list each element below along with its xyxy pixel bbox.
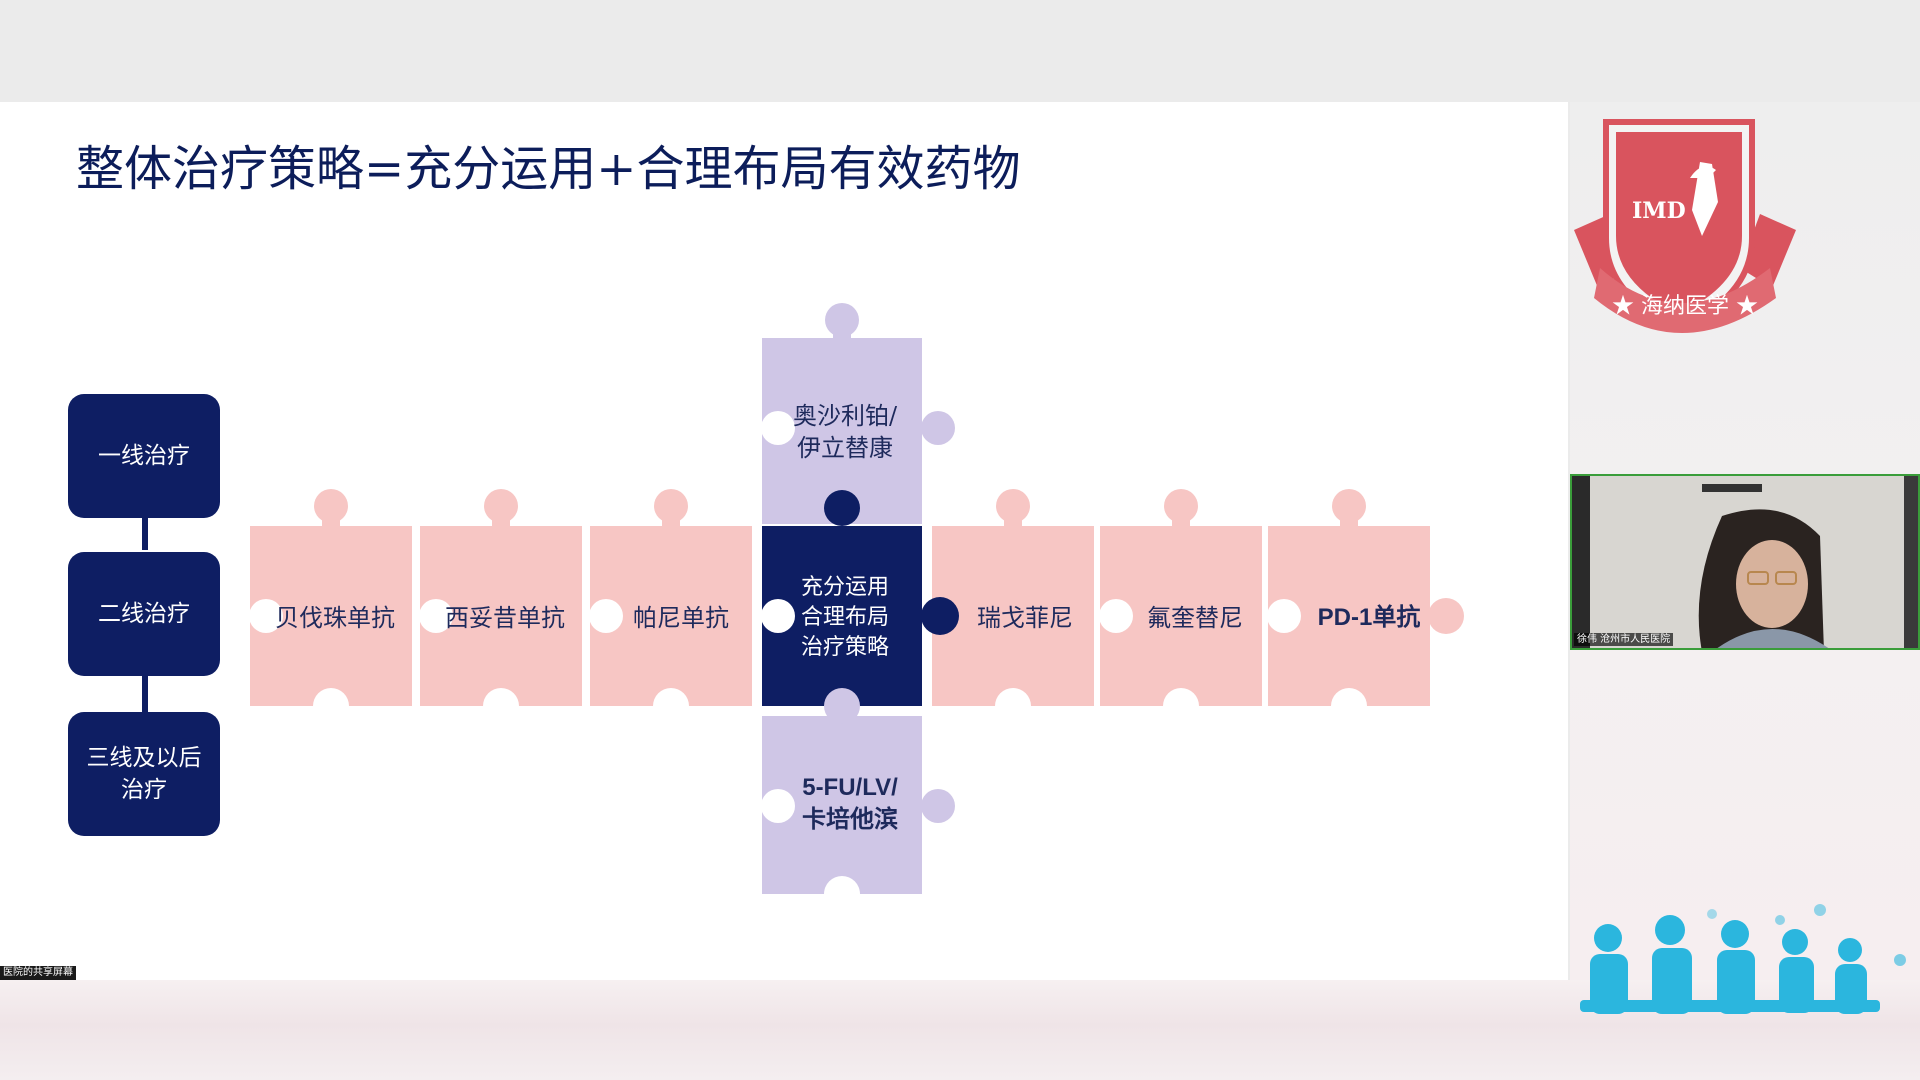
team-silhouette-decoration xyxy=(1580,904,1906,1014)
participant-video-feed xyxy=(1572,476,1918,648)
first-line-therapy-box: 一线治疗 xyxy=(68,394,220,518)
logo-ribbon-text: ★ 海纳医学 ★ xyxy=(1612,294,1758,319)
second-line-therapy-box: 二线治疗 xyxy=(68,552,220,676)
participant-name-label: 徐伟 沧州市人民医院 xyxy=(1574,633,1674,646)
regorafenib-label: 瑞戈菲尼 xyxy=(977,604,1073,632)
pd1-label: PD-1单抗 xyxy=(1317,604,1421,631)
center-strategy-label: 充分运用 合理布局 治疗策略 xyxy=(800,575,889,660)
puzzle-piece-pd1 xyxy=(1268,489,1464,706)
meeting-top-bar xyxy=(0,0,1920,102)
5fu-capecitabine-label: 5-FU/LV/ 卡培他滨 xyxy=(802,774,898,833)
puzzle-cutouts xyxy=(249,411,1367,912)
bevacizumab-label: 贝伐珠单抗 xyxy=(275,604,395,632)
puzzle-piece-bevacizumab xyxy=(250,489,412,706)
fruquintinib-label: 氟奎替尼 xyxy=(1147,604,1243,632)
line-connector xyxy=(142,510,148,550)
imd-logo: IMD ★ 海纳医学 ★ xyxy=(1570,118,1800,348)
logo-text: IMD xyxy=(1632,198,1686,224)
screen-share-label: 医院的共享屏幕 xyxy=(0,966,76,980)
third-line-therapy-box: 三线及以后 治疗 xyxy=(68,712,220,836)
slide-title: 整体治疗策略=充分运用+合理布局有效药物 xyxy=(76,141,1021,197)
participant-video-tile[interactable]: 徐伟 沧州市人民医院 xyxy=(1570,474,1920,650)
oxaliplatin-irinotecan-label: 奥沙利铂/ 伊立替康 xyxy=(792,402,898,462)
puzzle-knob-center-bottom xyxy=(824,688,860,724)
cetuximab-label: 西妥昔单抗 xyxy=(445,604,565,632)
panitumumab-label: 帕尼单抗 xyxy=(633,604,729,632)
puzzle-diagram xyxy=(249,303,1464,912)
line-connector xyxy=(142,672,148,712)
